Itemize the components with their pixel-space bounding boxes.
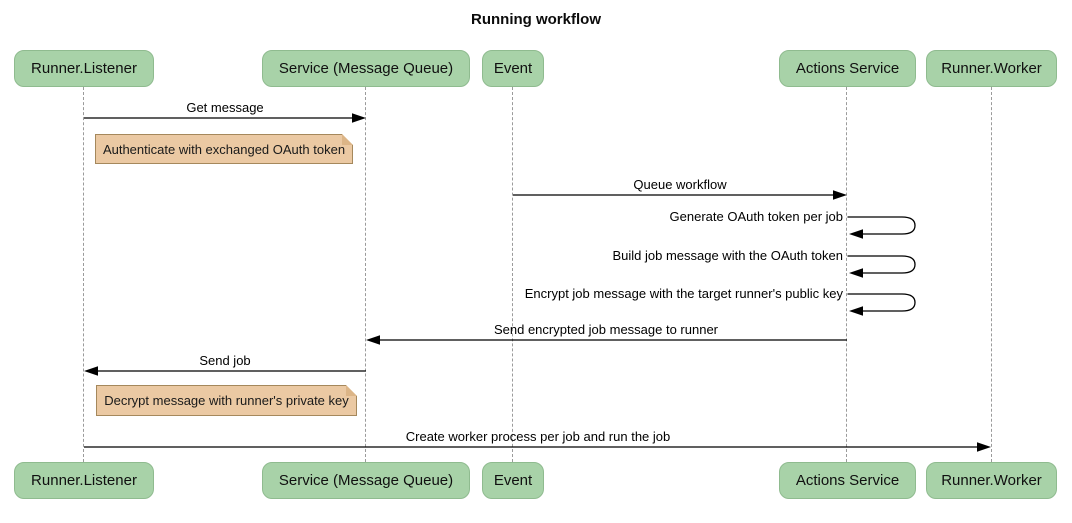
participant-label: Runner.Listener [31,472,137,489]
participant-bottom-service-queue: Service (Message Queue) [262,462,470,499]
lifeline-service-queue [365,87,366,462]
participant-label: Actions Service [795,472,900,489]
note-text: Decrypt message with runner's private ke… [104,393,349,408]
message-label-generate-oauth-token: Generate OAuth token per job [669,209,843,224]
participant-top-event: Event [482,50,544,87]
note-authenticate-oauth: Authenticate with exchanged OAuth token [95,134,353,164]
participant-top-runner-worker: Runner.Worker [926,50,1057,87]
participant-label: Actions Service [795,60,900,77]
message-label-build-job-message: Build job message with the OAuth token [612,248,843,263]
message-label-send-encrypted-job-message: Send encrypted job message to runner [493,322,719,337]
participant-label: Event [493,472,533,489]
participant-bottom-runner-worker: Runner.Worker [926,462,1057,499]
message-label-send-job: Send job [199,353,251,368]
self-loop-generate-oauth-token [847,216,916,239]
message-label-queue-workflow: Queue workflow [633,177,727,192]
self-loop-encrypt-job-message [847,293,916,316]
participant-bottom-event: Event [482,462,544,499]
self-loop-build-job-message [847,255,916,278]
note-decrypt-message: Decrypt message with runner's private ke… [96,385,357,416]
participant-top-service-queue: Service (Message Queue) [262,50,470,87]
participant-label: Runner.Listener [31,60,137,77]
lifeline-runner-listener [83,87,84,462]
message-label-encrypt-job-message: Encrypt job message with the target runn… [524,286,843,301]
participant-top-actions-service: Actions Service [779,50,916,87]
lifeline-runner-worker [991,87,992,462]
lifeline-event [512,87,513,462]
note-text: Authenticate with exchanged OAuth token [102,141,346,157]
lifeline-actions-service [846,87,847,462]
participant-label: Event [493,60,533,77]
participant-label: Service (Message Queue) [278,60,454,77]
message-label-create-worker-process: Create worker process per job and run th… [405,429,671,444]
diagram-title: Running workflow [471,11,601,28]
participant-top-runner-listener: Runner.Listener [14,50,154,87]
participant-label: Service (Message Queue) [278,472,454,489]
participant-label: Runner.Worker [941,472,1042,489]
participant-bottom-runner-listener: Runner.Listener [14,462,154,499]
participant-label: Runner.Worker [941,60,1042,77]
participant-bottom-actions-service: Actions Service [779,462,916,499]
message-label-get-message: Get message [186,100,264,115]
